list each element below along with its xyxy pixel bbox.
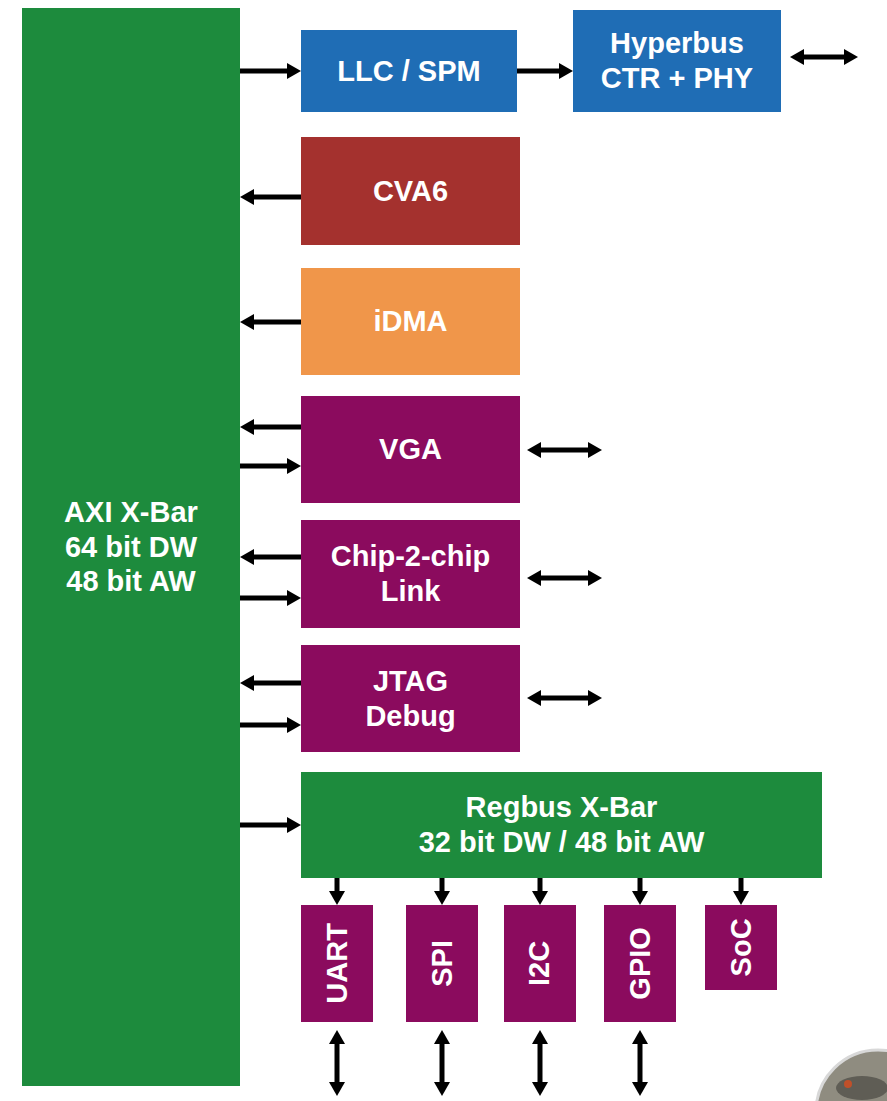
offchip-arrow xyxy=(541,448,588,453)
block-label: CVA6 xyxy=(373,174,448,209)
block-box: Regbus X-Bar32 bit DW / 48 bit AW xyxy=(301,772,822,878)
block-label: GPIO xyxy=(623,927,658,1000)
peripheral-box: SPI xyxy=(406,905,478,1022)
block-label: AXI X-Bar 64 bit DW 48 bit AW xyxy=(49,495,214,599)
block-label: UART xyxy=(320,923,355,1004)
bus-arrow xyxy=(254,425,301,430)
block-label: SPI xyxy=(425,940,460,987)
offchip-arrow xyxy=(541,576,588,581)
bus-arrow xyxy=(240,464,287,469)
bus-arrow xyxy=(240,723,287,728)
peripheral-box: SoC xyxy=(705,905,777,990)
block-box: CVA6 xyxy=(301,137,520,245)
block-label: LLC / SPM xyxy=(337,54,480,89)
block-sublabel: 32 bit DW / 48 bit AW xyxy=(419,825,705,860)
bus-arrow xyxy=(254,555,301,560)
pad-arrow xyxy=(335,1044,340,1082)
block-label: Hyperbus CTR + PHY xyxy=(590,26,765,96)
pad-arrow xyxy=(538,1044,543,1082)
pad-arrow xyxy=(638,1044,643,1082)
bus-arrow xyxy=(240,69,287,74)
bus-arrow xyxy=(335,878,340,891)
block-label: VGA xyxy=(379,432,442,467)
bus-arrow xyxy=(254,320,301,325)
block-label: Chip-2-chip Link xyxy=(316,539,506,609)
block-box: LLC / SPM xyxy=(301,30,517,112)
peripheral-box: I2C xyxy=(504,905,576,1022)
bus-arrow xyxy=(538,878,543,891)
bus-arrow xyxy=(240,596,287,601)
block-box: JTAG Debug xyxy=(301,645,520,752)
block-box: AXI X-Bar 64 bit DW 48 bit AW xyxy=(22,8,240,1086)
block-box: iDMA xyxy=(301,268,520,375)
pad-arrow xyxy=(440,1044,445,1082)
offchip-arrow xyxy=(804,55,844,60)
bus-arrow xyxy=(240,823,287,828)
block-box: Hyperbus CTR + PHY xyxy=(573,10,781,112)
block-label: JTAG Debug xyxy=(341,664,481,734)
block-label: iDMA xyxy=(373,304,447,339)
block-label: SoC xyxy=(724,918,759,976)
bus-arrow xyxy=(254,195,301,200)
block-box: VGA xyxy=(301,396,520,503)
bus-arrow xyxy=(254,681,301,686)
peripheral-box: UART xyxy=(301,905,373,1022)
bus-arrow xyxy=(517,69,559,74)
mascot-photo xyxy=(816,1050,887,1101)
block-label: Regbus X-Bar xyxy=(466,790,658,825)
block-box: Chip-2-chip Link xyxy=(301,520,520,628)
peripheral-box: GPIO xyxy=(604,905,676,1022)
block-label: I2C xyxy=(523,941,558,986)
bus-arrow xyxy=(638,878,643,891)
bus-arrow xyxy=(440,878,445,891)
offchip-arrow xyxy=(541,696,588,701)
bus-arrow xyxy=(739,878,744,891)
